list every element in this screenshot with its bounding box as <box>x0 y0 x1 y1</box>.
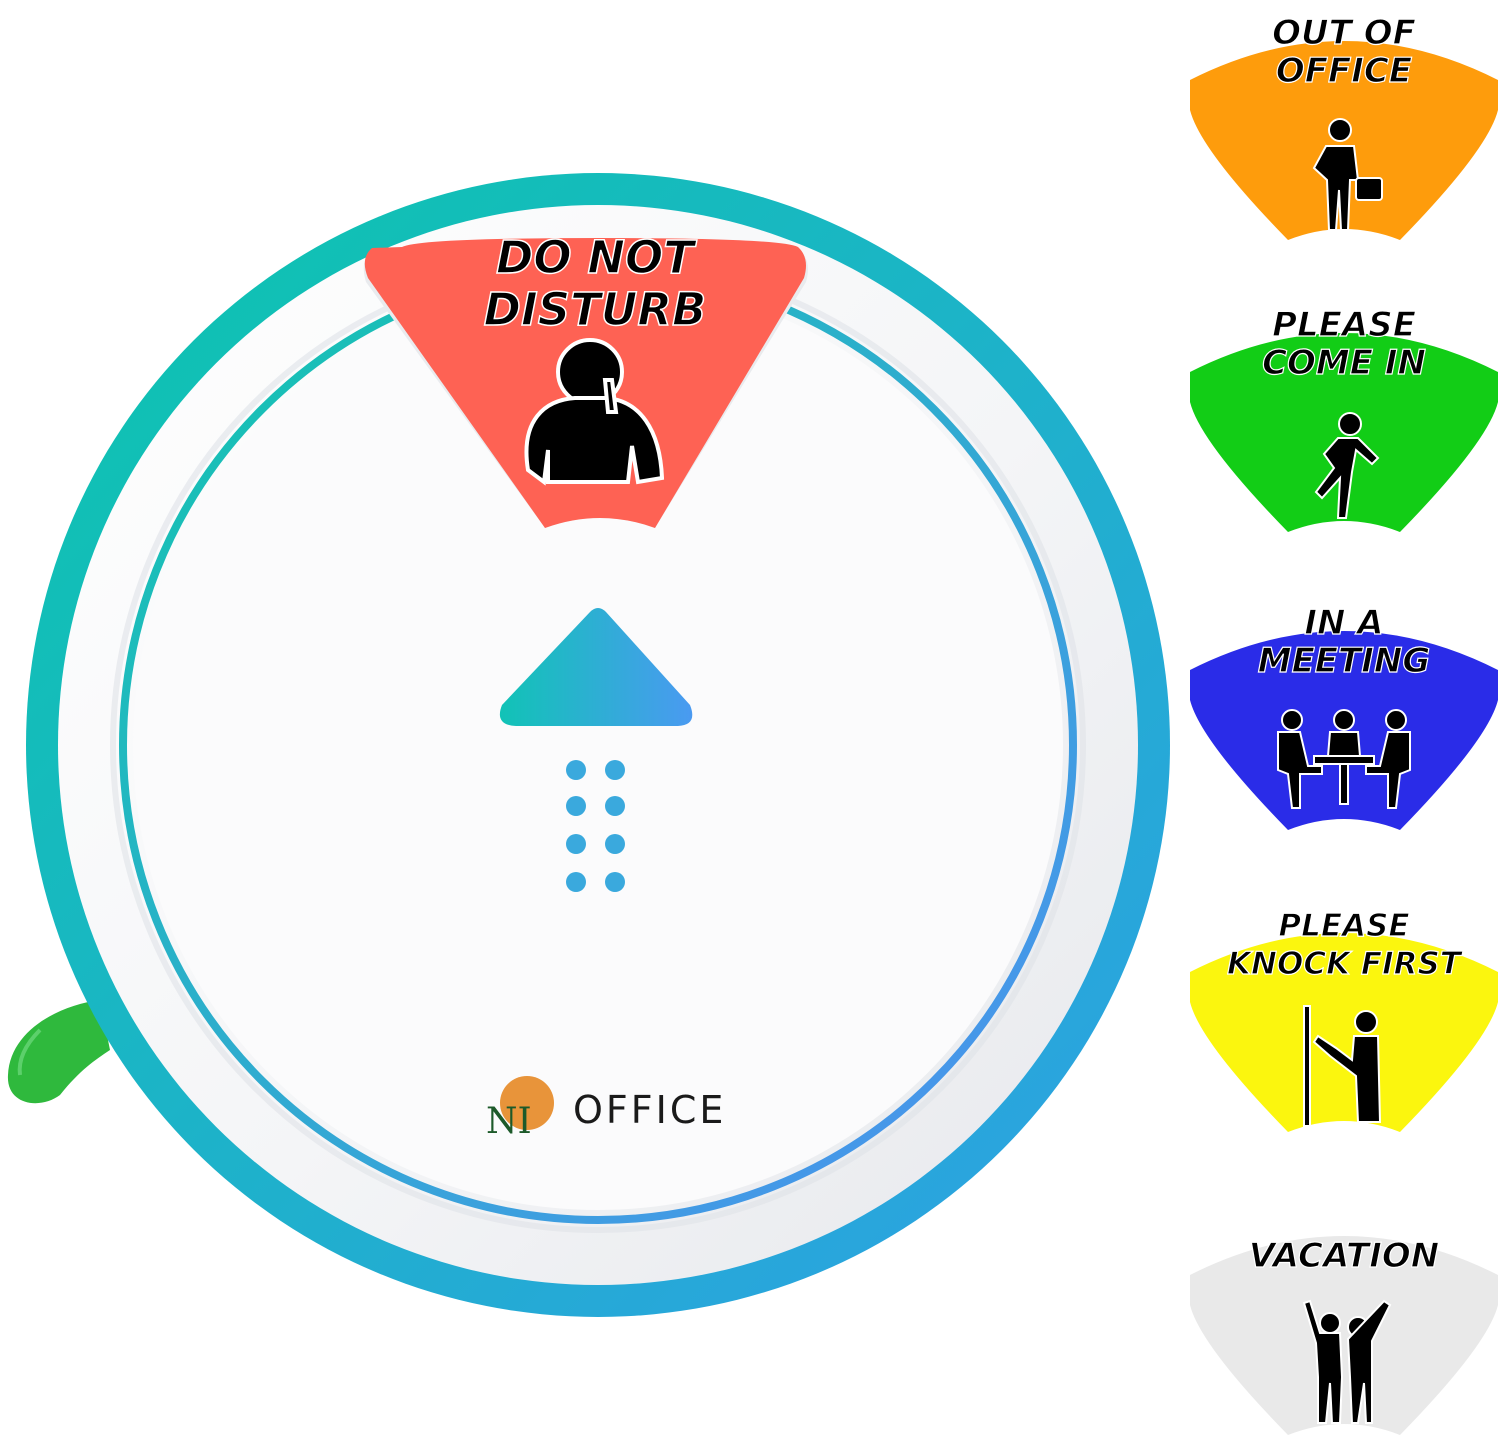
card-line2-in-a-meeting: MEETING <box>1258 641 1431 681</box>
dot <box>605 834 625 854</box>
card-line1-vacation: VACATION <box>1249 1236 1440 1276</box>
brand-logo: NI OFFICE <box>486 1076 726 1142</box>
card-line2-please-come-in: COME IN <box>1262 343 1426 383</box>
dot <box>566 760 586 780</box>
current-status-window[interactable]: DO NOT DISTURB <box>363 230 808 528</box>
shush-person-icon <box>524 338 665 486</box>
card-line2-please-knock-first: KNOCK FIRST <box>1227 946 1464 982</box>
businessman-icon <box>1312 118 1383 231</box>
dot <box>605 760 625 780</box>
brand-circle <box>500 1076 554 1130</box>
brand-monogram: NI <box>486 1101 532 1142</box>
dot <box>566 834 586 854</box>
cheering-couple-icon <box>1302 1299 1392 1424</box>
dnd-line2: DISTURB <box>484 283 707 336</box>
meeting-table-icon <box>1277 709 1411 809</box>
card-line1-please-knock-first: PLEASE <box>1278 908 1409 944</box>
dot <box>566 796 586 816</box>
card-shape-please-knock-first[interactable] <box>1190 933 1498 1132</box>
dot <box>605 872 625 892</box>
knob-shape[interactable] <box>7 1000 110 1104</box>
brand-word: OFFICE <box>573 1088 726 1132</box>
status-card-vacation[interactable]: VACATION <box>1190 1235 1498 1435</box>
card-line2-out-of-office: OFFICE <box>1276 51 1412 91</box>
card-shape-vacation[interactable] <box>1190 1236 1498 1435</box>
dnd-line1: DO NOT <box>496 231 697 284</box>
card-line1-out-of-office: OUT OF <box>1272 13 1416 53</box>
knob-highlight <box>17 1028 42 1076</box>
arrow-up-icon <box>499 608 693 726</box>
dot <box>566 872 586 892</box>
dial-knob[interactable] <box>7 1000 110 1104</box>
card-line1-in-a-meeting: IN A <box>1304 603 1383 643</box>
dots-indicator <box>566 760 625 892</box>
walking-person-icon <box>1314 412 1380 519</box>
card-line1-please-come-in: PLEASE <box>1272 305 1416 345</box>
dial-inner-face <box>133 280 1063 1210</box>
dot <box>605 796 625 816</box>
knocking-person-icon <box>1303 1005 1382 1127</box>
